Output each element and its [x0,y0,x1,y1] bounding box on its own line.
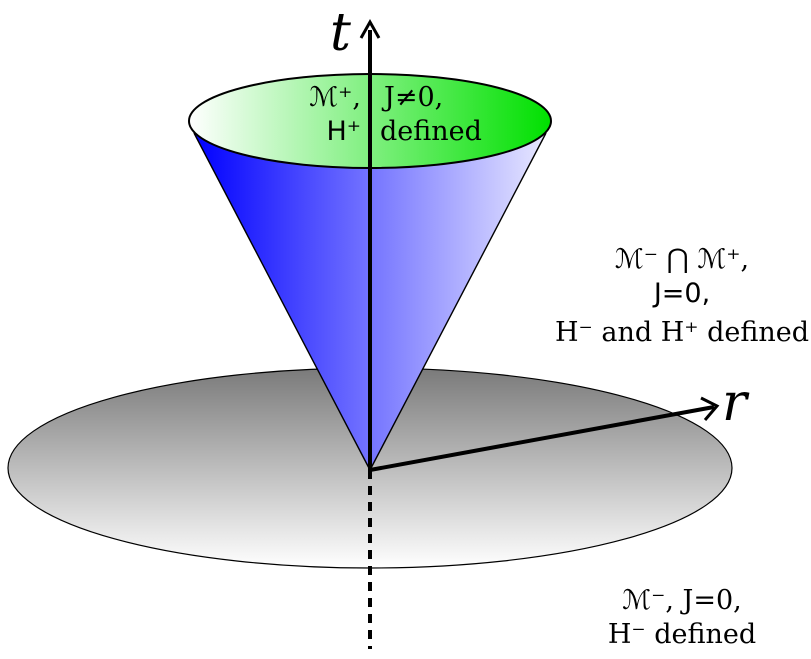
boundary-region-label: ℳ⁻ ⋂ ℳ⁺, [615,244,749,275]
exterior-region-label: ℳ⁻, J=0, [622,585,742,616]
boundary-j-label: J=0, [652,278,710,309]
r-axis-arrowhead [700,396,720,421]
cone-right-edge [369,132,547,471]
cone-top-j-label: J≠0, [381,82,443,113]
t-axis-label: t [330,3,351,63]
r-axis [369,405,715,472]
t-axis-arrowhead [359,18,381,39]
cone-top-region-label: ℳ⁺, [309,82,361,113]
cone-left-edge [193,132,371,471]
boundary-h-label: H⁻ and H⁺ defined [555,317,809,348]
cone-top-defined-label: defined [380,116,482,147]
exterior-h-label: H⁻ defined [608,619,756,650]
r-axis-label: r [722,373,750,433]
cone-top-h-label: H⁺ [326,116,361,147]
